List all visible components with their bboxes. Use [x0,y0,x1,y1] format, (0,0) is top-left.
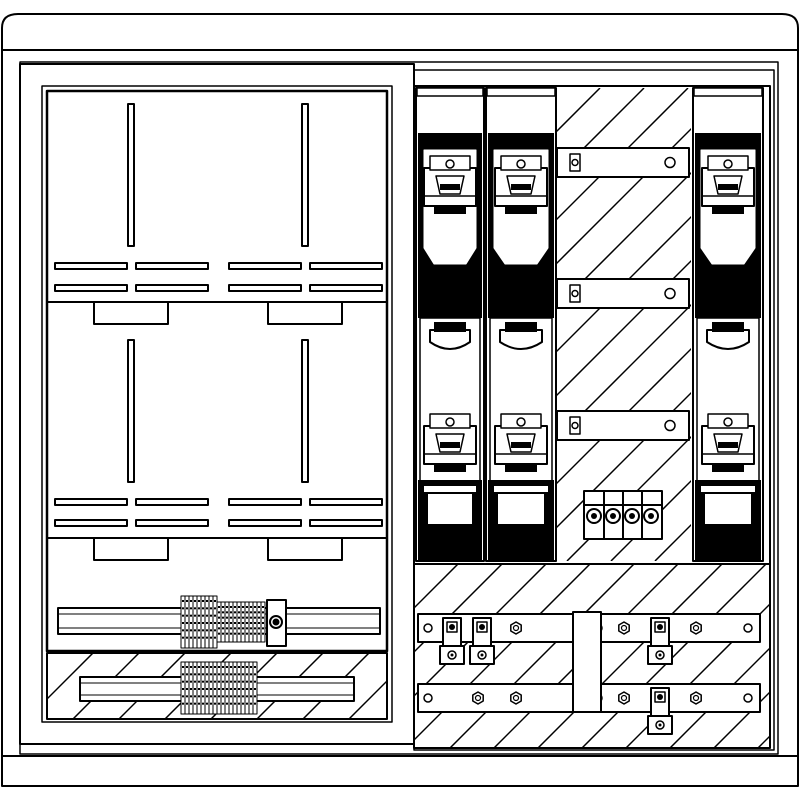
hatch-line [449,564,635,748]
busbar-bridge [572,611,602,713]
meter-field [54,103,383,325]
busbar [589,683,761,713]
terminal-block-group [583,490,663,540]
busbar-hole [423,623,433,633]
terminal-block [180,595,266,649]
hatch-line [556,215,691,354]
cross-bar [556,147,690,178]
fuse-switch-strip [692,87,764,562]
hatch-line [713,690,770,748]
hatch-line [556,259,691,398]
hatch-line [610,479,691,561]
busbar-terminal [647,617,673,665]
meter-door-inner [41,85,393,723]
cross-bar [556,278,690,309]
busbar-hole [743,623,753,633]
hatch-line [414,564,503,654]
busbar-terminal [439,617,465,665]
hatch-line [669,646,770,748]
hatch-line [556,391,691,530]
busbar-terminal [647,687,673,735]
busbar-compartment [413,563,771,749]
hatch-line [414,564,459,610]
din-rail [57,595,381,649]
hatch-line [581,564,767,748]
busbar [589,613,761,643]
distribution-section [413,69,775,751]
hatch-line [566,435,691,561]
hatch-line [47,653,94,701]
hatch-line [348,679,387,719]
lower-hatched-compartment [46,652,388,720]
hatch-line [414,564,591,742]
terminal-screw [272,618,280,626]
busbar-terminal [469,617,495,665]
meter-section [19,63,415,745]
hatch-line [556,347,691,486]
meter-field [54,339,383,561]
fuse-switch-strip [485,87,557,562]
busbar-hole [423,693,433,703]
hatch-line [537,564,723,748]
cabinet-plinth [1,755,799,787]
cross-bar [556,410,690,441]
busbar [417,683,589,713]
hatch-line [556,303,691,442]
terminal-screw [269,615,283,629]
busbar-hole [743,693,753,703]
fuse-switch-strip [415,87,485,562]
cabinet-roof [1,13,799,51]
terminal-block [180,661,258,715]
meter-panel [45,89,389,653]
